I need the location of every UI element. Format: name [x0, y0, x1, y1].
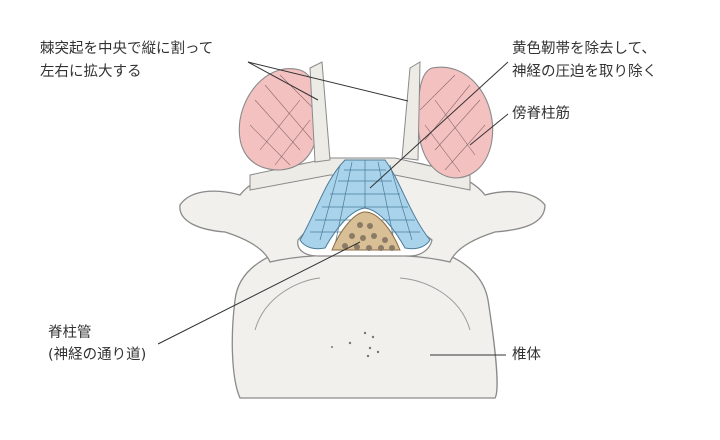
label-ligament-line2: 神経の圧迫を取り除く	[512, 64, 657, 80]
paraspinal-muscle-left	[238, 68, 319, 171]
label-vertebral-body: 椎体	[512, 347, 541, 363]
label-spinal-canal-line1: 脊柱管	[48, 325, 92, 341]
label-spinous-split-line2: 左右に拡大する	[40, 64, 142, 80]
paraspinal-muscle-right	[417, 66, 494, 179]
spinous-process-left-half	[309, 61, 331, 163]
vertebral-body	[231, 239, 498, 399]
spinous-process-right-half	[401, 61, 421, 161]
label-spinous-split-line1: 棘突起を中央で縦に割って	[40, 41, 214, 57]
leader-lines	[157, 61, 509, 356]
label-ligament-line1: 黄色靭帯を除去して、	[512, 41, 656, 57]
label-paraspinal-muscle: 傍脊柱筋	[512, 106, 570, 122]
label-spinal-canal-line2: (神経の通り道)	[48, 347, 147, 363]
body-pores	[331, 331, 380, 358]
